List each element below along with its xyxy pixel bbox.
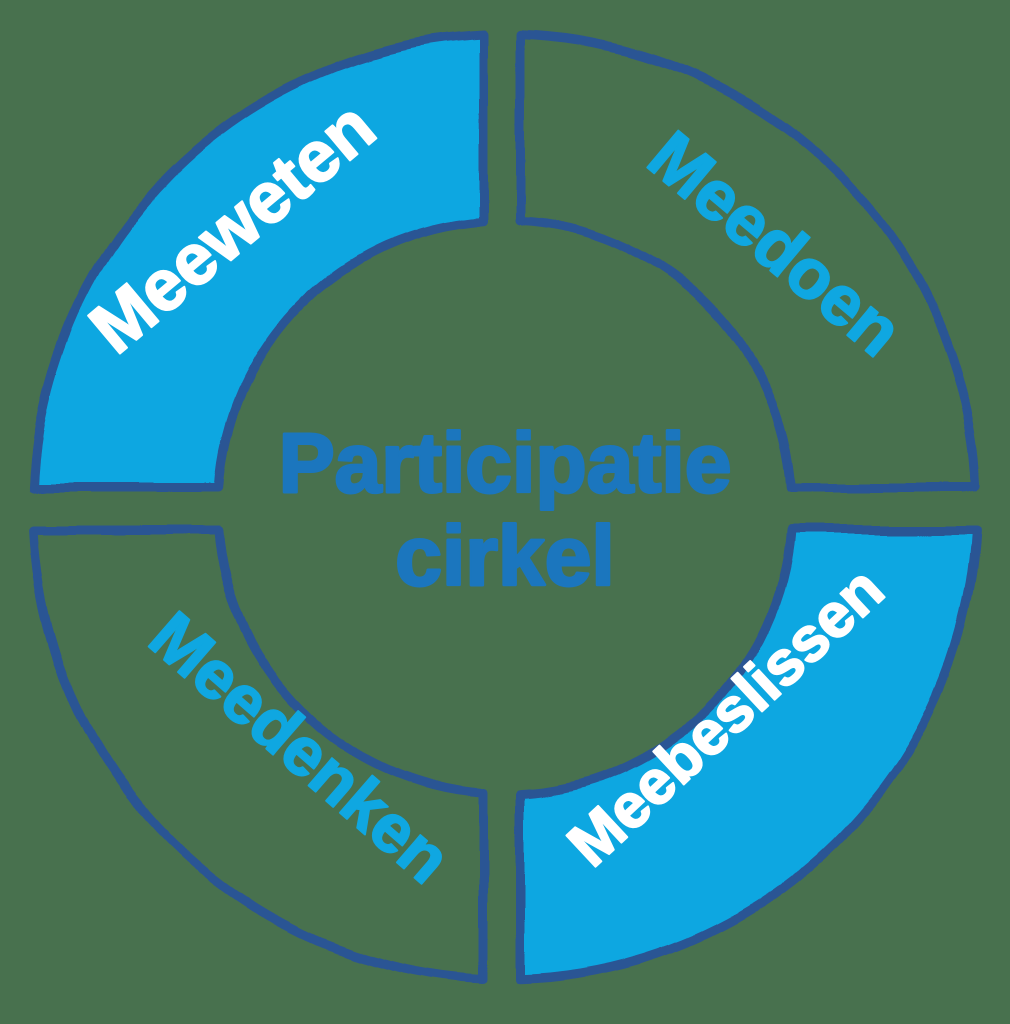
diagram-title-line2: cirkel: [395, 509, 615, 603]
segment-meedenken: [29, 525, 488, 983]
segment-meeweten: [28, 31, 488, 492]
diagram-title-line1: Participatie: [279, 416, 732, 510]
diagram-title: Participatie cirkel: [277, 415, 733, 605]
segment-meebeslissen: [515, 525, 981, 984]
segment-meedoen: [515, 30, 982, 492]
ring-segments: [28, 30, 982, 984]
